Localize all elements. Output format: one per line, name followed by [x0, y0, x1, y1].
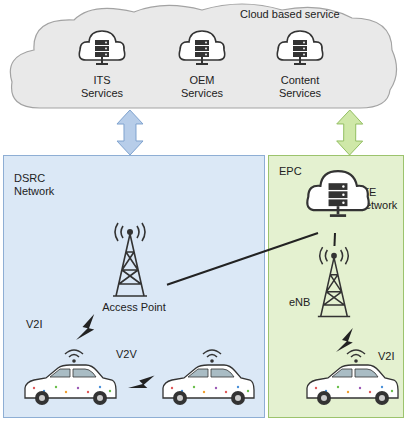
car-middle	[163, 350, 254, 405]
link-type-label: V2V	[116, 348, 137, 361]
link-type-label: V2I	[26, 318, 43, 331]
car-right	[307, 350, 398, 405]
content-server-icon	[277, 31, 323, 65]
oem-server-icon	[179, 31, 225, 65]
wireless-bolt	[128, 367, 155, 396]
node-label: Access Point	[101, 301, 167, 314]
node-label: eNB	[289, 296, 329, 309]
component-node: Access Point	[101, 223, 167, 326]
network-region: ITS Services OEM Services Content Services…	[8, 2, 400, 110]
network-region: EPC eNB LTE Network	[268, 155, 404, 418]
its-server-icon	[79, 31, 125, 65]
component-node: eNB	[283, 246, 361, 323]
node-label: ITS Services	[74, 74, 130, 100]
network-region: Access Point DSRC Network	[3, 155, 265, 418]
link-type-label: V2I	[378, 350, 395, 363]
node-label: EPC	[279, 165, 319, 178]
wireless-bolt	[76, 314, 94, 340]
enb-tower	[318, 247, 350, 316]
access-point-tower	[113, 223, 147, 296]
link-arrow	[337, 110, 363, 155]
node-label: Content Services	[272, 74, 328, 100]
component-node: OEM Services	[174, 32, 230, 104]
cloud-shape	[10, 4, 396, 108]
node-label: LTE Network	[357, 186, 403, 212]
backhaul-link	[167, 233, 318, 285]
backhaul-link	[333, 233, 336, 246]
wireless-bolt	[336, 328, 353, 352]
component-node: ITS Services	[74, 32, 130, 104]
node-label: Cloud based service	[240, 8, 390, 21]
link-arrow	[117, 110, 143, 155]
node-label: DSRC Network	[14, 172, 66, 198]
epc-server-icon	[307, 171, 368, 217]
component-node: Content Services	[272, 32, 328, 104]
car-left	[25, 350, 116, 405]
node-label: OEM Services	[174, 74, 230, 100]
